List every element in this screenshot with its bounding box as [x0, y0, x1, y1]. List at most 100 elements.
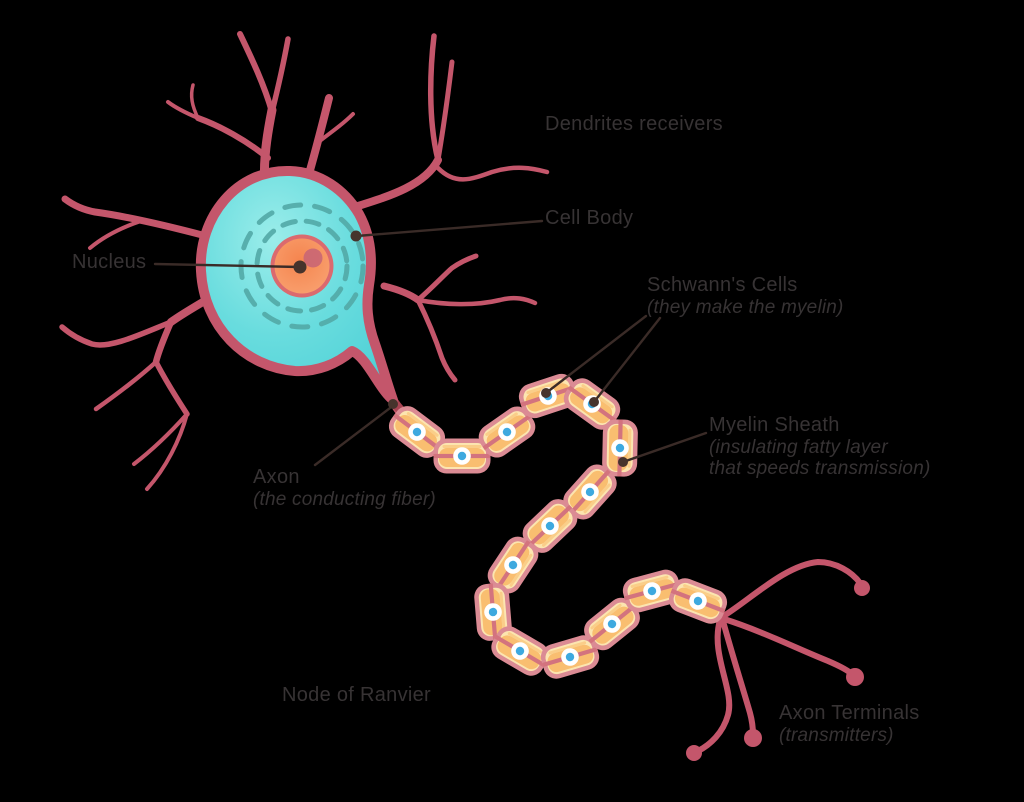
- schwann-nucleus-dot: [607, 619, 617, 629]
- pointer-line-cell-body: [355, 219, 544, 238]
- myelin-streak: [590, 603, 622, 630]
- label-cell-body-title: Cell Body: [545, 207, 634, 229]
- label-nucleus: Nucleus: [72, 251, 146, 273]
- myelin-streak: [526, 379, 564, 395]
- schwann-nucleus-dot: [502, 427, 512, 437]
- myelin-segment: [668, 578, 728, 624]
- label-dendrites-title: Dendrites receivers: [545, 113, 723, 135]
- myelin-segment: [522, 499, 578, 553]
- myelin-streak: [548, 641, 587, 655]
- schwann-nucleus-dot: [647, 586, 657, 596]
- pointer-line-schwann-2: [592, 316, 662, 404]
- label-dendrites: Dendrites receivers: [545, 113, 723, 135]
- dendrite: [435, 165, 550, 182]
- dendrite: [88, 219, 143, 250]
- dendrite: [166, 100, 200, 120]
- terminal-bulb: [854, 580, 870, 596]
- pointer-line-myelin: [621, 431, 708, 464]
- myelin-streak: [509, 553, 533, 587]
- myelin-segment: [602, 419, 638, 477]
- myelin-segment: [474, 583, 512, 641]
- label-nucleus-title: Nucleus: [72, 251, 147, 273]
- pointer-line-schwann-1: [544, 314, 648, 395]
- terminal-bulb: [686, 745, 702, 761]
- schwann-nucleus-dot: [515, 646, 525, 656]
- myelin-streak: [442, 445, 482, 448]
- label-axon-subtitle: (the conducting fiber): [253, 489, 436, 510]
- dendrite: [237, 31, 275, 115]
- myelin-segment: [584, 597, 640, 651]
- terminal-bulb: [846, 668, 864, 686]
- dendrite: [189, 83, 200, 120]
- pointer-line-axon: [313, 403, 396, 467]
- label-axon-terminals: Axon Terminals (transmitters): [779, 702, 920, 745]
- myelin-streak: [499, 591, 506, 631]
- dendrite: [415, 295, 538, 307]
- pointer-line-nucleus: [153, 262, 302, 269]
- myelin-streak: [583, 483, 611, 514]
- pointer-dot-nucleus: [293, 260, 307, 274]
- nucleolus-shape: [303, 248, 323, 268]
- pointer-dot-myelin: [618, 457, 628, 467]
- dendrite: [380, 282, 422, 304]
- dendrite: [152, 318, 175, 366]
- label-myelin-sheath: Myelin Sheath (insulating fatty layer th…: [709, 414, 931, 478]
- label-myelin-title: Myelin Sheath: [709, 414, 840, 436]
- myelin-streak: [627, 428, 632, 468]
- dendrite: [132, 412, 189, 466]
- myelin-streak: [406, 412, 439, 437]
- myelin-streak: [485, 412, 518, 437]
- schwann-nucleus-dot: [488, 607, 498, 617]
- axon-terminal: [695, 617, 733, 754]
- pointer-dot-schwann-2: [589, 397, 599, 407]
- dendrite: [315, 112, 355, 145]
- dendrite: [61, 195, 210, 240]
- myelin-streak: [630, 575, 669, 588]
- label-node-of-ranvier: Node of Ranvier: [282, 684, 431, 706]
- pointer-dot-cell-body: [350, 230, 362, 242]
- myelin-segment: [622, 569, 682, 613]
- label-axon-title: Axon: [253, 466, 300, 488]
- schwann-nucleus-dot: [457, 451, 467, 461]
- label-schwann-subtitle: (they make the myelin): [647, 297, 844, 318]
- myelin-segment: [491, 626, 549, 676]
- dendrite: [269, 36, 291, 115]
- label-myelin-subtitle-1: (insulating fatty layer: [709, 437, 888, 458]
- dendrite: [428, 33, 441, 163]
- label-axon-terminals-subtitle: (transmitters): [779, 725, 894, 746]
- myelin-segment: [478, 406, 536, 458]
- schwann-nucleus-dot: [693, 596, 703, 606]
- dendrite: [59, 319, 174, 348]
- label-schwann-cells: Schwann's Cells (they make the myelin): [647, 274, 844, 317]
- schwann-nucleus-dot: [585, 487, 595, 497]
- pointer-dot-schwann-1: [541, 388, 551, 398]
- myelin-streak: [683, 584, 720, 601]
- terminal-bulb: [744, 729, 762, 747]
- myelin-streak: [507, 632, 542, 654]
- pointer-dot-axon: [388, 399, 398, 409]
- label-myelin-subtitle-2: that speeds transmission): [709, 458, 931, 479]
- nucleus-dashed-ring: [254, 218, 350, 314]
- dendrite: [195, 115, 271, 161]
- dendrite: [435, 59, 455, 163]
- schwann-nucleus-dot: [508, 560, 518, 570]
- dendrite: [415, 253, 479, 303]
- schwann-nucleus-dot: [615, 443, 625, 453]
- label-schwann-title: Schwann's Cells: [647, 274, 798, 296]
- axon-terminal: [721, 616, 856, 678]
- label-axon-terminals-title: Axon Terminals: [779, 702, 920, 724]
- myelin-segment: [540, 635, 600, 679]
- dendrite: [354, 156, 442, 210]
- myelin-segment: [433, 438, 491, 474]
- schwann-nucleus-dot: [565, 652, 575, 662]
- myelin-segment: [487, 536, 539, 594]
- dendrite: [153, 359, 190, 417]
- label-axon: Axon (the conducting fiber): [253, 466, 436, 509]
- myelin-segment: [388, 406, 446, 458]
- label-node-of-ranvier-title: Node of Ranvier: [282, 684, 432, 706]
- myelin-segment: [563, 464, 617, 520]
- myelin-streak: [541, 519, 572, 547]
- dendrite: [145, 412, 189, 491]
